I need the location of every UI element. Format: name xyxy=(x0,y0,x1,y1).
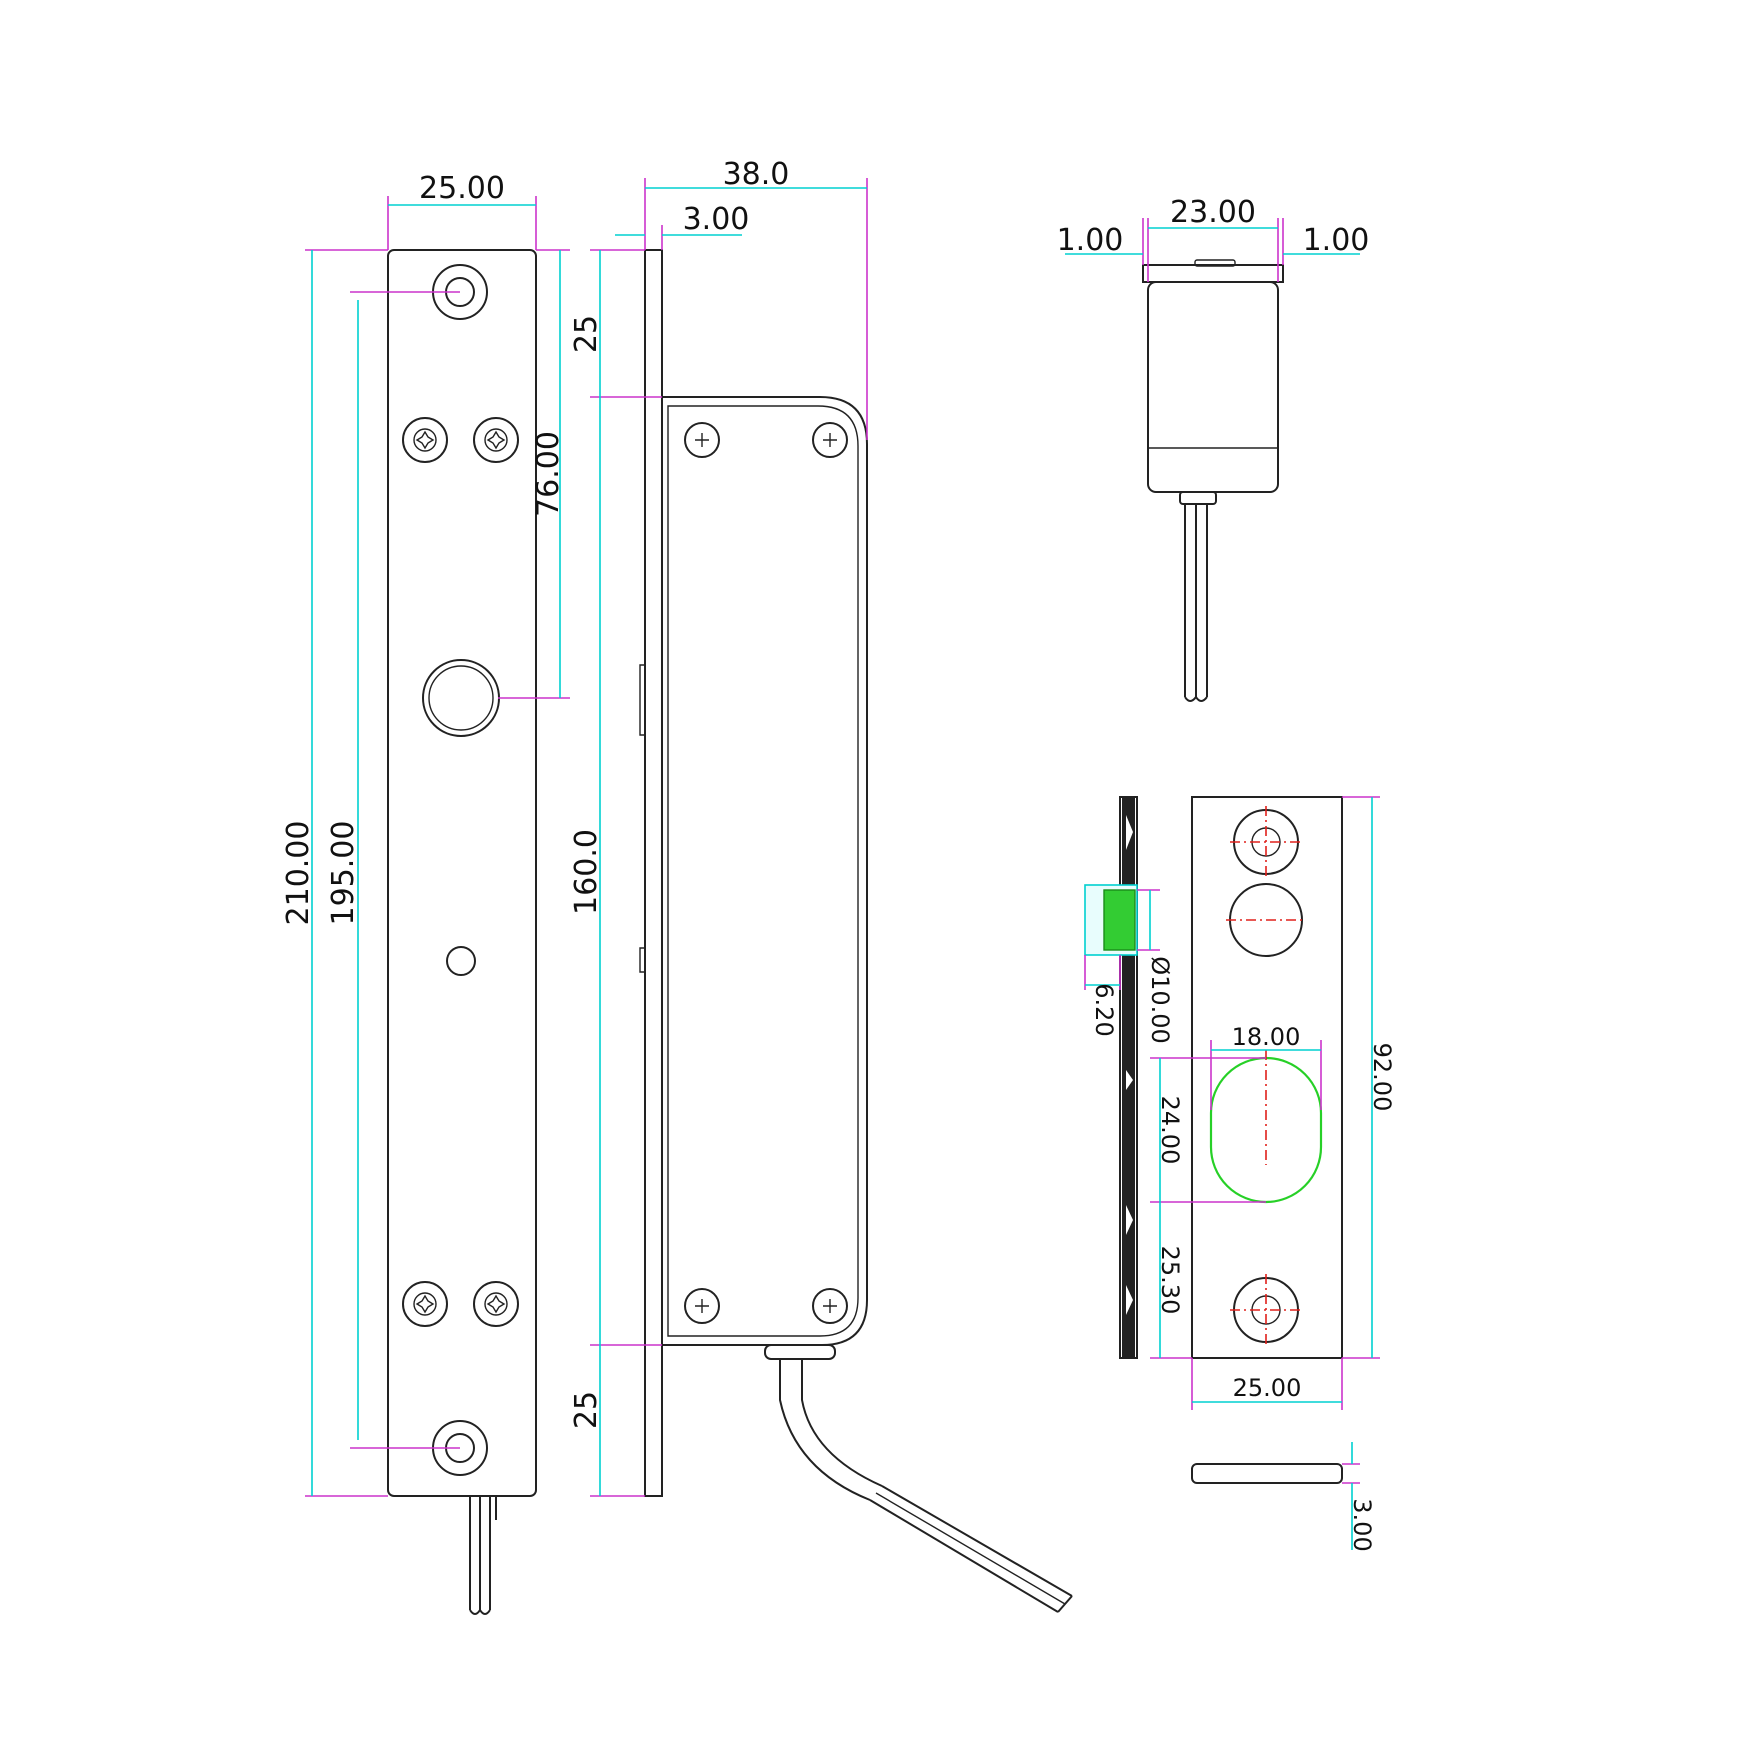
side-thickness-label: 3.00 xyxy=(683,202,750,237)
strike-width-label: 25.00 xyxy=(1233,1374,1302,1402)
torx-screw-icon xyxy=(402,417,448,463)
strike-section-view: Ø10.00 6.20 xyxy=(1084,796,1174,1359)
strike-height-label: 92.00 xyxy=(1368,1043,1396,1112)
top-view: 23.00 1.00 1.00 xyxy=(1057,195,1370,702)
front-bolt-offset-label: 76.00 xyxy=(531,431,566,517)
top-width-label: 23.00 xyxy=(1170,195,1256,230)
top-plate-outline xyxy=(1142,264,1284,283)
front-width-label: 25.00 xyxy=(419,171,505,206)
side-plate-outline xyxy=(644,249,663,1497)
top-body-outline xyxy=(1147,281,1279,493)
strike-edge-outline xyxy=(1191,1463,1343,1484)
phillips-screw-icon xyxy=(812,1288,848,1324)
pin-section xyxy=(1103,889,1136,951)
sensor-hole xyxy=(446,946,476,976)
side-bottom-offset-label: 25 xyxy=(569,1391,604,1429)
strike-plate-view: 18.00 24.00 25.30 92.00 25.00 xyxy=(1150,796,1396,1410)
slot-height-label: 24.00 xyxy=(1156,1096,1184,1165)
front-view: 25.00 210.00 195.00 76.00 xyxy=(281,171,570,1615)
side-depth-label: 38.0 xyxy=(723,157,790,192)
top-right-margin-label: 1.00 xyxy=(1303,223,1370,258)
strike-edge-view: 3.00 xyxy=(1191,1442,1376,1552)
side-view: 38.0 3.00 25 160.0 25 xyxy=(569,157,1073,1613)
front-cable xyxy=(469,1496,497,1615)
pin-depth-label: 6.20 xyxy=(1090,983,1118,1036)
side-top-offset-label: 25 xyxy=(569,315,604,353)
side-cable xyxy=(764,1344,1073,1613)
phillips-screw-icon xyxy=(684,1288,720,1324)
torx-screw-icon xyxy=(473,417,519,463)
front-pitch-label: 195.00 xyxy=(326,821,361,926)
torx-screw-icon xyxy=(473,1281,519,1327)
slot-to-hole-label: 25.30 xyxy=(1156,1246,1184,1315)
slot-width-label: 18.00 xyxy=(1232,1023,1301,1051)
bolt-hole xyxy=(422,659,500,737)
side-body-outline xyxy=(662,396,868,1346)
phillips-screw-icon xyxy=(684,422,720,458)
torx-screw-icon xyxy=(402,1281,448,1327)
front-plate-outline xyxy=(387,249,537,1497)
top-left-margin-label: 1.00 xyxy=(1057,223,1124,258)
front-length-label: 210.00 xyxy=(281,821,316,926)
phillips-screw-icon xyxy=(812,422,848,458)
strike-thickness-label: 3.00 xyxy=(1348,1498,1376,1551)
strike-plate-outline xyxy=(1191,796,1343,1359)
side-body-length-label: 160.0 xyxy=(569,829,604,915)
pin-diameter-label: Ø10.00 xyxy=(1146,956,1174,1044)
top-cable xyxy=(1184,504,1208,702)
